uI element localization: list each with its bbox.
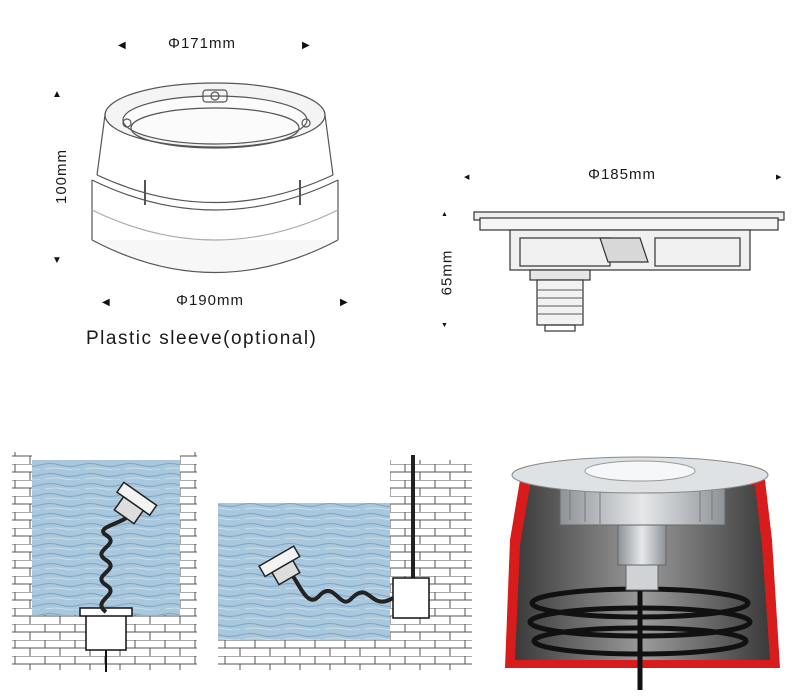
fixture-diameter-label: Φ185mm	[588, 166, 656, 183]
arrow-up-height: ▲	[52, 89, 62, 100]
arrow-left-fixture: ◀	[464, 174, 470, 181]
sleeve-top-diameter-label: Φ171mm	[168, 35, 236, 52]
wall-installation-scene	[218, 455, 472, 670]
floor-installation-scene	[12, 452, 197, 672]
plastic-sleeve-drawing	[91, 82, 339, 273]
sleeve-bottom-diameter-label: Φ190mm	[176, 292, 244, 309]
sleeve-height-label: 100mm	[53, 148, 71, 205]
arrow-down-height: ▼	[52, 255, 62, 266]
fixture-depth-label: 65mm	[438, 249, 456, 296]
arrow-left-bottom: ◀	[102, 297, 110, 308]
arrow-up-depth: ▲	[441, 211, 448, 218]
arrow-down-depth: ▼	[441, 322, 448, 329]
arrow-right-fixture: ▶	[776, 174, 782, 181]
sleeve-caption: Plastic sleeve(optional)	[86, 328, 318, 349]
arrow-right-top: ▶	[302, 40, 310, 51]
cutaway-sleeve-scene	[505, 456, 780, 690]
arrow-right-bottom: ▶	[340, 297, 348, 308]
arrow-left-top: ◀	[118, 40, 126, 51]
fixture-cross-section	[473, 211, 785, 332]
